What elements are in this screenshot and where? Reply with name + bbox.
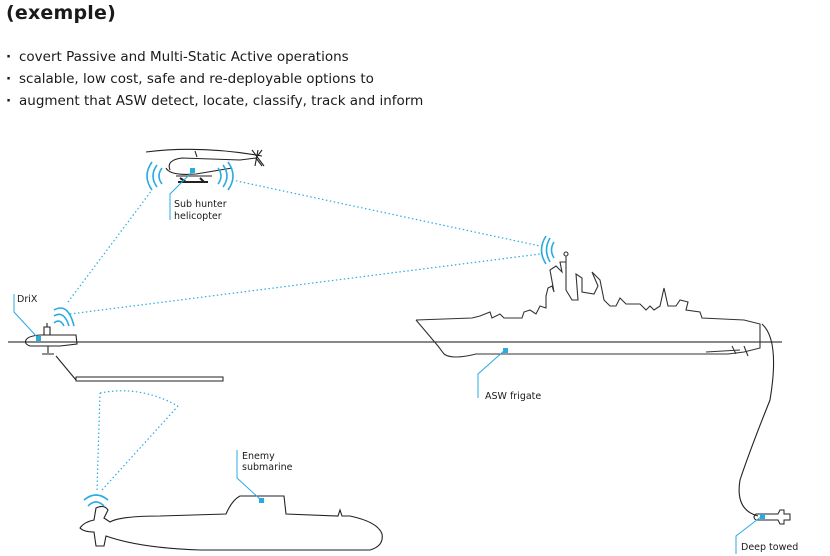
submarine-label-line1: Enemy — [242, 451, 275, 462]
drix-callout-line — [13, 294, 39, 339]
submarine-marker — [259, 498, 264, 503]
link-drix-frigate — [69, 253, 541, 315]
frigate-icon — [415, 251, 761, 358]
deep-towed-sonar-icon — [753, 509, 791, 525]
towed-array-body — [75, 376, 224, 382]
link-helicopter-frigate — [231, 179, 541, 247]
towed-callout-line — [735, 515, 763, 554]
drix-sonar-waves — [53, 307, 75, 327]
frigate-marker — [503, 348, 508, 353]
helicopter-sonar-waves-right — [217, 161, 234, 191]
bullet-item-continuation: augment that ASW detect, locate, classif… — [6, 90, 423, 112]
helicopter-callout-line — [169, 171, 193, 220]
towed-sonar-marker — [760, 514, 765, 519]
submarine-callout-line — [236, 450, 262, 501]
helicopter-label-line2: helicopter — [174, 211, 222, 222]
communication-links — [67, 179, 541, 315]
sonar-cone — [96, 390, 179, 491]
frigate-sonar-waves — [540, 235, 555, 265]
helicopter-marker — [190, 168, 195, 173]
link-drix-helicopter — [67, 189, 153, 303]
tow-cable — [738, 323, 775, 517]
helicopter-label-line1: Sub hunter — [174, 199, 227, 210]
page-title: (exemple) — [6, 2, 116, 24]
towed-sonar-label: Deep towed — [741, 542, 798, 553]
bullet-list: covert Passive and Multi-Static Active o… — [6, 46, 423, 112]
helicopter-sonar-waves-left — [146, 161, 163, 191]
submarine-label-line2: submarine — [242, 462, 293, 473]
drix-label: DriX — [17, 294, 38, 305]
bullet-item: covert Passive and Multi-Static Active o… — [6, 46, 423, 68]
frigate-callout-line — [477, 349, 506, 398]
bullet-item: scalable, low cost, safe and re-deployab… — [6, 68, 423, 90]
frigate-label: ASW frigate — [485, 391, 541, 402]
helicopter-icon — [145, 148, 265, 183]
drix-vessel-icon — [24, 323, 78, 381]
submarine-icon — [79, 495, 383, 551]
drix-marker — [36, 336, 41, 341]
submarine-sonar-waves — [83, 494, 109, 507]
